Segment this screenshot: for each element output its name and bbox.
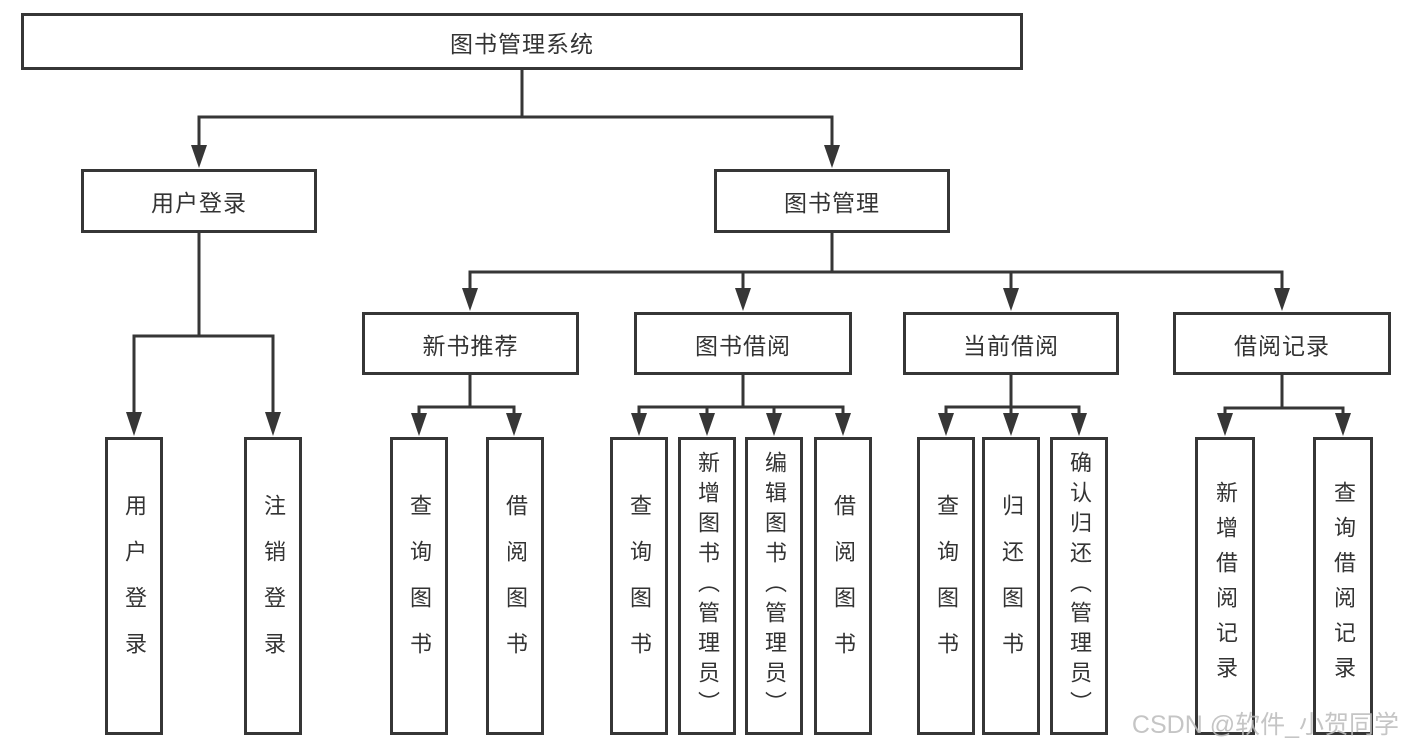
leaf-logout: 注销登录 xyxy=(244,437,302,735)
leaf-add-books-admin: 新增图书（管理员） xyxy=(678,437,736,735)
node-borrowing-records: 借阅记录 xyxy=(1173,312,1391,375)
leaf-borrow-books-1: 借阅图书 xyxy=(486,437,544,735)
leaf-label: 编辑图书（管理员） xyxy=(762,451,787,721)
leaf-return-books: 归还图书 xyxy=(982,437,1040,735)
node-user-login: 用户登录 xyxy=(81,169,317,233)
node-label: 当前借阅 xyxy=(963,332,1059,359)
leaf-label: 注销登录 xyxy=(261,494,286,678)
node-new-book-recommend: 新书推荐 xyxy=(362,312,579,375)
leaf-label: 归还图书 xyxy=(999,494,1024,678)
leaf-label: 查询图书 xyxy=(627,494,652,678)
leaf-query-books-3: 查询图书 xyxy=(917,437,975,735)
leaf-label: 新增图书（管理员） xyxy=(695,451,720,721)
leaf-query-borrow-record: 查询借阅记录 xyxy=(1313,437,1373,735)
node-current-borrowing: 当前借阅 xyxy=(903,312,1119,375)
csdn-watermark: CSDN @软件_小贺同学 xyxy=(1131,711,1399,739)
leaf-label: 查询借阅记录 xyxy=(1331,481,1356,691)
leaf-add-borrow-record: 新增借阅记录 xyxy=(1195,437,1255,735)
leaf-label: 借阅图书 xyxy=(831,494,856,678)
leaf-query-books-1: 查询图书 xyxy=(390,437,448,735)
leaf-edit-books-admin: 编辑图书（管理员） xyxy=(745,437,803,735)
node-label: 用户登录 xyxy=(151,190,247,216)
node-label: 新书推荐 xyxy=(422,332,519,359)
node-label: 图书管理 xyxy=(784,190,880,216)
node-label: 图书管理系统 xyxy=(450,30,594,57)
node-book-management: 图书管理 xyxy=(714,169,950,233)
leaf-label: 确认归还（管理员） xyxy=(1067,451,1092,721)
leaf-label: 新增借阅记录 xyxy=(1213,481,1238,691)
leaf-label: 查询图书 xyxy=(934,494,959,678)
leaf-label: 用户登录 xyxy=(122,494,147,678)
leaf-label: 查询图书 xyxy=(407,494,432,678)
node-library-management-system: 图书管理系统 xyxy=(21,13,1023,70)
leaf-query-books-2: 查询图书 xyxy=(610,437,668,735)
node-label: 图书借阅 xyxy=(695,332,791,359)
leaf-confirm-return-admin: 确认归还（管理员） xyxy=(1050,437,1108,735)
leaf-user-login: 用户登录 xyxy=(105,437,163,735)
node-label: 借阅记录 xyxy=(1234,332,1330,359)
leaf-label: 借阅图书 xyxy=(503,494,528,678)
leaf-borrow-books-2: 借阅图书 xyxy=(814,437,872,735)
node-book-borrowing: 图书借阅 xyxy=(634,312,852,375)
